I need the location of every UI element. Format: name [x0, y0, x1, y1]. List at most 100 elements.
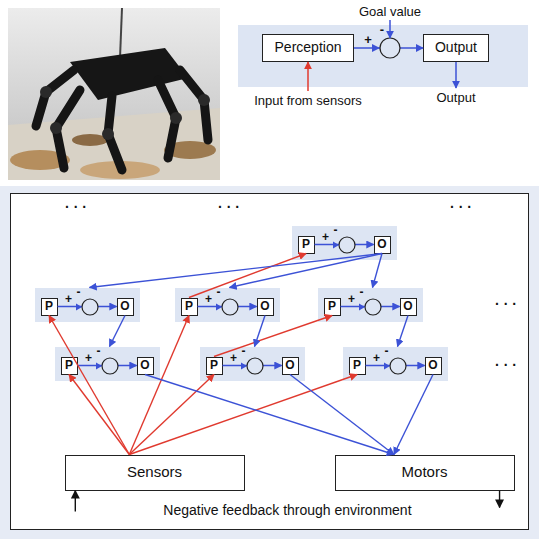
sensor-input-arrow — [307, 62, 309, 91]
sign-label: - — [217, 286, 221, 299]
box-letter: O — [285, 359, 294, 372]
connector-line — [49, 316, 129, 455]
sign-label: - — [97, 345, 101, 358]
connector — [189, 254, 306, 298]
connector-line — [499, 491, 500, 508]
control-loop-panel: +-PerceptionOutput — [238, 25, 528, 87]
connector — [398, 316, 409, 347]
comparator-circle — [222, 299, 238, 315]
box-letter: O — [260, 300, 269, 313]
connector — [255, 316, 266, 347]
connector — [49, 316, 129, 455]
arrow-head — [384, 363, 390, 370]
output-box: Output — [423, 34, 489, 62]
connector — [110, 316, 126, 347]
connector-line — [189, 254, 306, 298]
robot-joint — [50, 122, 62, 134]
connector-line — [214, 316, 332, 357]
arrow-head — [333, 242, 339, 249]
photo-backdrop — [8, 8, 220, 180]
connector — [198, 306, 257, 307]
connector-line — [78, 365, 137, 366]
tether-cable — [120, 8, 122, 58]
connector-line — [341, 306, 400, 307]
box-letter: P — [65, 359, 73, 372]
ellipsis: · · · — [218, 200, 240, 215]
connector — [129, 316, 189, 455]
connector — [354, 48, 423, 49]
box-letter: P — [353, 359, 361, 372]
signal-label: Goal value — [359, 5, 421, 19]
box-letter: O — [120, 300, 129, 313]
sign-label: + — [364, 33, 372, 47]
arrow-head — [216, 304, 222, 311]
control-unit-band: +-PO — [292, 226, 397, 260]
connector-line — [315, 244, 374, 245]
connector — [290, 375, 394, 455]
connector — [230, 254, 383, 288]
output-box: O — [117, 298, 134, 316]
control-unit-band: +- P O — [55, 347, 160, 381]
comparator-circle — [82, 299, 98, 315]
output-arrow — [455, 62, 457, 88]
connector-line — [398, 316, 409, 347]
robot-joint — [198, 94, 210, 106]
ellipsis: · · · — [495, 358, 517, 373]
robot-joint — [102, 128, 114, 140]
comparator-circle — [380, 38, 400, 58]
sign-label: - — [385, 345, 389, 358]
box-text: Sensors — [127, 464, 182, 481]
comparator-circle — [102, 358, 118, 374]
ellipsis: · · · — [450, 200, 472, 215]
box-letter: P — [210, 359, 218, 372]
lower-background — [0, 186, 539, 539]
sensors-box: Sensors — [65, 455, 245, 491]
connector — [90, 254, 383, 288]
perception-box: P — [324, 298, 341, 316]
connector-line — [354, 47, 423, 48]
output-box: O — [257, 298, 274, 316]
connector — [69, 375, 129, 455]
comparator-circle — [339, 237, 355, 253]
connector — [129, 375, 214, 455]
box-text: Perception — [275, 40, 342, 55]
connector — [341, 306, 400, 307]
robot-leg — [36, 70, 74, 126]
perception-box: P — [61, 357, 78, 375]
robot-body — [70, 48, 188, 100]
arrow-head — [359, 304, 365, 311]
control-unit-band: +-PO — [343, 347, 448, 381]
motors-box: Motors — [335, 455, 515, 491]
control-unit-band: +-PO — [318, 288, 423, 322]
connector — [58, 306, 117, 307]
robot-joints — [40, 86, 210, 140]
connector-line — [223, 365, 282, 366]
output-box: O — [400, 298, 417, 316]
connector-line — [58, 306, 117, 307]
box-letter: O — [428, 359, 437, 372]
connector-line — [75, 491, 76, 512]
robot-photo — [8, 8, 220, 180]
connector-line — [373, 254, 383, 288]
comparator-circle — [365, 299, 381, 315]
ellipsis: · · · — [495, 297, 517, 312]
sign-label: - — [77, 286, 81, 299]
box-letter: O — [403, 300, 412, 313]
connector-line — [230, 254, 383, 288]
output-box: O — [137, 357, 154, 375]
sign-label: + — [322, 231, 329, 244]
connector-line — [145, 375, 394, 455]
sign-label: + — [205, 293, 212, 306]
connector-line — [129, 375, 357, 455]
sign-label: + — [230, 352, 237, 365]
arrow-head — [241, 363, 247, 370]
perception-box: P — [206, 357, 223, 375]
box-letter: P — [45, 300, 53, 313]
arrow-head — [372, 44, 380, 52]
perception-box: P — [181, 298, 198, 316]
robot-legs — [36, 70, 208, 170]
perception-box: P — [41, 298, 58, 316]
sign-label: + — [85, 352, 92, 365]
